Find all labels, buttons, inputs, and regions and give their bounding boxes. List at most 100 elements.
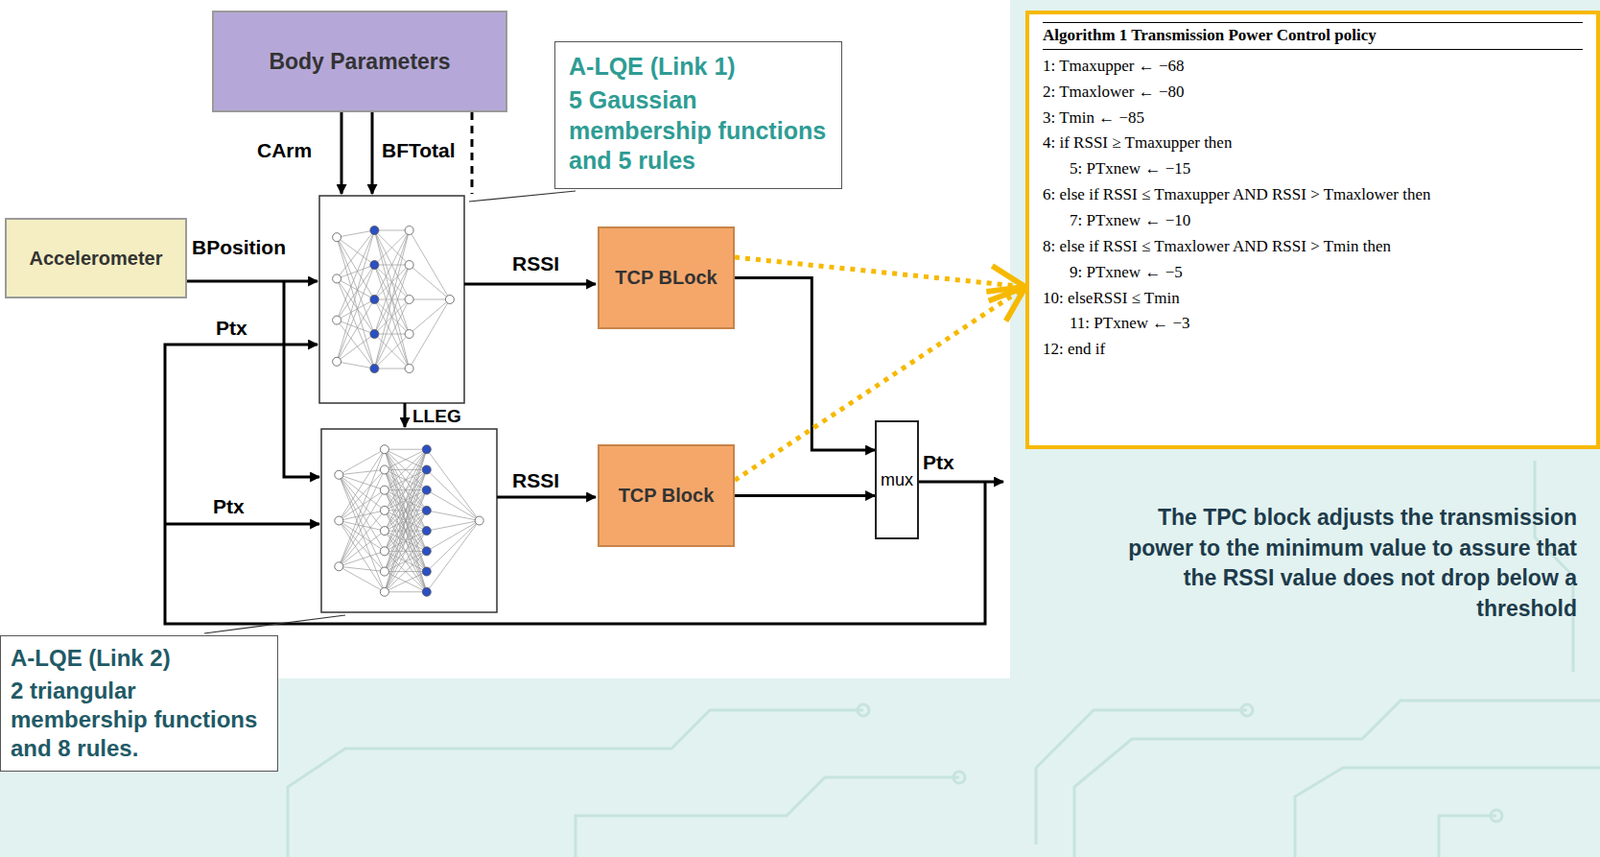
network-link bbox=[426, 469, 480, 520]
network-neuron bbox=[404, 260, 414, 270]
feedback-wire bbox=[164, 522, 320, 526]
network-link bbox=[426, 490, 480, 521]
network-link bbox=[384, 510, 427, 592]
network-neuron bbox=[334, 516, 344, 525]
network-link bbox=[374, 230, 409, 265]
node-text: 10: elseRSSI ≤ Tmin bbox=[1042, 285, 1583, 312]
network-link bbox=[338, 550, 385, 566]
node-text: 1: Tmaxupper ← −68 bbox=[1042, 53, 1583, 80]
network-link bbox=[336, 230, 375, 279]
signal-wire bbox=[371, 112, 375, 194]
node-text: 12: end if bbox=[1042, 336, 1583, 363]
network-link bbox=[426, 520, 480, 572]
network-link bbox=[384, 490, 427, 592]
node-text: 2 triangular membership functions and 8 … bbox=[10, 676, 268, 763]
network-link bbox=[409, 299, 450, 369]
dashed-input bbox=[470, 112, 474, 194]
network-link bbox=[336, 230, 375, 237]
parameter-box: Body Parameters bbox=[211, 10, 508, 113]
network-link bbox=[384, 448, 427, 531]
network-link bbox=[384, 448, 427, 551]
network-link bbox=[336, 264, 375, 362]
node-title: Algorithm 1 Transmission Power Control p… bbox=[1042, 22, 1583, 50]
network-neuron bbox=[334, 562, 344, 571]
feedback-wire bbox=[164, 344, 986, 624]
network-link bbox=[336, 264, 375, 279]
signal-name: Ptx bbox=[215, 316, 248, 340]
network-link bbox=[336, 361, 375, 369]
network-link bbox=[374, 264, 409, 369]
control-block: TCP Block bbox=[597, 444, 735, 547]
network-link bbox=[384, 448, 427, 511]
signal-connector bbox=[734, 494, 875, 497]
network-link bbox=[336, 230, 375, 362]
network-frame bbox=[319, 195, 465, 403]
network-link bbox=[384, 448, 427, 592]
node-text: 8: else if RSSI ≤ Tmaxlower AND RSSI > T… bbox=[1042, 234, 1583, 260]
layout-wires bbox=[164, 112, 1004, 634]
network-link bbox=[384, 448, 427, 592]
network-link bbox=[336, 333, 375, 362]
network-link bbox=[384, 550, 427, 591]
network-link bbox=[338, 510, 385, 566]
network-link bbox=[338, 474, 385, 592]
network-link bbox=[338, 448, 385, 475]
circuit-trace bbox=[575, 776, 960, 857]
network-neuron bbox=[404, 226, 414, 236]
signal-name: RSSI bbox=[512, 252, 560, 276]
leader-line bbox=[469, 190, 576, 202]
network-neuron bbox=[379, 465, 389, 474]
signal-name: Ptx bbox=[212, 494, 245, 518]
callout-box: A-LQE (Link 1)5 Gaussian membership func… bbox=[554, 41, 843, 189]
network-link bbox=[374, 230, 409, 232]
leader-line bbox=[204, 614, 346, 634]
network-link bbox=[384, 530, 427, 592]
network-link bbox=[338, 530, 385, 566]
network-link bbox=[384, 448, 427, 571]
network-link bbox=[338, 565, 385, 592]
network-neuron bbox=[422, 566, 431, 576]
network-neuron bbox=[474, 516, 484, 525]
network-link bbox=[374, 230, 409, 369]
network-link bbox=[338, 520, 385, 532]
network-link bbox=[384, 469, 427, 591]
node-title: TCP BLock bbox=[614, 266, 717, 289]
signal-name: CArm bbox=[257, 139, 312, 163]
network-link bbox=[336, 236, 375, 300]
node-text: 9: PTxnew ← −5 bbox=[1042, 259, 1583, 286]
network-neuron bbox=[422, 546, 431, 556]
network-link bbox=[426, 448, 480, 520]
network-link bbox=[336, 230, 375, 321]
network-link bbox=[336, 236, 375, 369]
sensor-box: Accelerometer bbox=[4, 217, 188, 299]
network-neuron bbox=[379, 485, 389, 495]
network-link bbox=[374, 230, 409, 334]
algorithm-box: Algorithm 1 Transmission Power Control p… bbox=[1025, 10, 1600, 449]
network-neuron bbox=[370, 295, 379, 305]
network-neuron bbox=[422, 465, 431, 474]
signal-wire bbox=[464, 282, 596, 286]
node-title: A-LQE (Link 2) bbox=[10, 643, 268, 673]
node-text: 5 Gaussian membership functions and 5 ru… bbox=[568, 85, 828, 176]
circuit-trace bbox=[1294, 767, 1600, 857]
network-link bbox=[374, 333, 409, 369]
network-link bbox=[384, 448, 427, 531]
network-link bbox=[409, 230, 450, 300]
network-link bbox=[374, 230, 409, 300]
signal-wire bbox=[283, 281, 320, 477]
network-neuron bbox=[379, 566, 389, 576]
network-link bbox=[409, 264, 450, 300]
network-link bbox=[338, 469, 385, 474]
network-neuron bbox=[379, 546, 389, 556]
network-neuron bbox=[404, 329, 414, 339]
network-link bbox=[336, 264, 375, 321]
node-title: A-LQE (Link 1) bbox=[568, 51, 828, 82]
network-link bbox=[374, 230, 409, 300]
network-link bbox=[374, 230, 409, 334]
network-link bbox=[384, 448, 427, 450]
callout-box: A-LQE (Link 2)2 triangular membership fu… bbox=[0, 635, 279, 772]
network-link bbox=[338, 565, 385, 571]
network-neuron bbox=[379, 587, 389, 596]
